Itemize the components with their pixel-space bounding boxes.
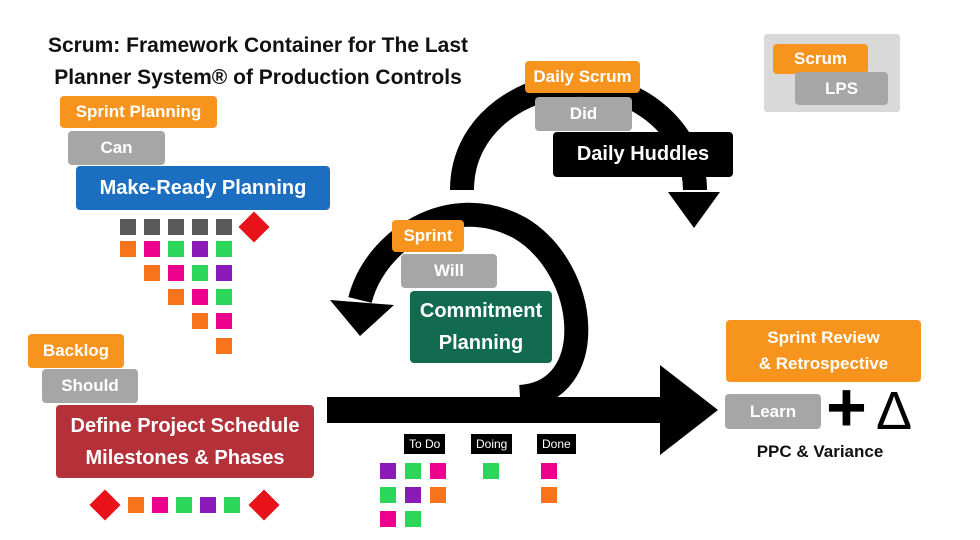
task-square (120, 241, 136, 257)
task-card (405, 487, 421, 503)
task-square (144, 241, 160, 257)
sprint-loop-arc (348, 202, 589, 409)
task-square (168, 219, 184, 235)
task-card (380, 511, 396, 527)
commitment-planning-line-2: Planning (438, 332, 524, 354)
learn-tag: Learn (725, 394, 821, 429)
daily-scrum-tag: Daily Scrum (525, 61, 640, 93)
task-square (152, 497, 168, 513)
task-square (144, 219, 160, 235)
task-square (216, 338, 232, 354)
commitment-planning-tag: Commitment Planning (410, 291, 552, 363)
main-arrow-head (660, 365, 718, 455)
backlog-tag: Backlog (28, 334, 124, 368)
daily-loop-arrow-head (668, 192, 720, 228)
sprint-review-line-2: & Retrospective (758, 354, 889, 373)
diagram-title: Scrum: Framework Container for The Last … (18, 30, 498, 94)
task-square (192, 241, 208, 257)
task-card (380, 463, 396, 479)
define-project-schedule-line-2: Milestones & Phases (85, 446, 285, 469)
should-tag: Should (42, 369, 138, 403)
daily-huddles-tag: Daily Huddles (553, 132, 733, 177)
legend-lps-tag: LPS (795, 72, 888, 105)
task-square (192, 289, 208, 305)
task-square (216, 289, 232, 305)
can-tag: Can (68, 131, 165, 165)
did-tag: Did (535, 97, 632, 131)
task-square (216, 313, 232, 329)
sprint-tag: Sprint (392, 220, 464, 252)
task-square (192, 219, 208, 235)
task-square (192, 265, 208, 281)
task-square (200, 497, 216, 513)
task-square (168, 289, 184, 305)
sprint-review-line-1: Sprint Review (767, 328, 880, 347)
sprint-planning-tag: Sprint Planning (60, 96, 217, 128)
task-card (430, 463, 446, 479)
legend-scrum-tag: Scrum (773, 44, 868, 74)
ppc-variance-label: PPC & Variance (756, 442, 884, 461)
task-square (128, 497, 144, 513)
task-square (224, 497, 240, 513)
task-square (192, 313, 208, 329)
task-square (216, 219, 232, 235)
task-card (483, 463, 499, 479)
task-square (176, 497, 192, 513)
task-square (120, 219, 136, 235)
task-card (380, 487, 396, 503)
title-line-1: Scrum: Framework Container for The Last (47, 34, 469, 57)
task-card (430, 487, 446, 503)
will-tag: Will (401, 254, 497, 288)
board-todo-header: To Do (404, 434, 446, 454)
sprint-loop-arrow-head (330, 300, 394, 336)
define-project-schedule-tag: Define Project Schedule Milestones & Pha… (56, 405, 314, 478)
task-card (405, 463, 421, 479)
sprint-review-tag: Sprint Review & Retrospective (726, 320, 921, 382)
main-arrow-shaft (327, 397, 667, 423)
task-square (216, 241, 232, 257)
make-ready-planning-tag: Make-Ready Planning (76, 166, 330, 210)
task-square (216, 265, 232, 281)
delta-icon: Δ (876, 381, 913, 441)
board-doing-header: Doing (471, 434, 513, 454)
task-square (168, 265, 184, 281)
define-project-schedule-line-1: Define Project Schedule (70, 414, 300, 437)
task-square (144, 265, 160, 281)
task-card (541, 487, 557, 503)
task-card (541, 463, 557, 479)
task-square (168, 241, 184, 257)
task-card (405, 511, 421, 527)
title-line-2: Planner System® of Production Controls (54, 66, 462, 89)
board-done-header: Done (537, 434, 576, 454)
plus-icon: + (826, 368, 867, 446)
commitment-planning-line-1: Commitment (419, 300, 543, 322)
